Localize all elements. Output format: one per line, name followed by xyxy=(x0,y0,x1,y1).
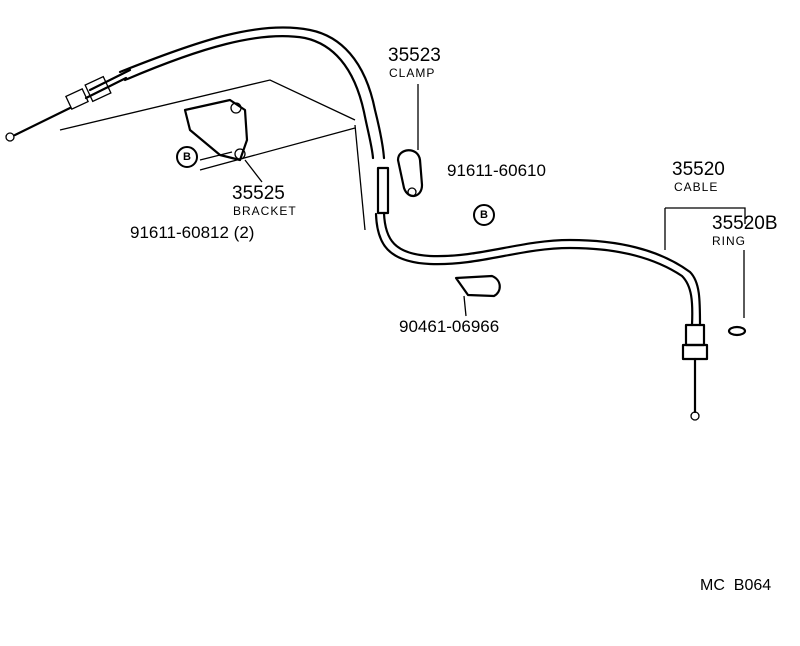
clip-leader xyxy=(463,295,467,317)
bolt-clamp-badge: B xyxy=(473,204,495,226)
bolt-clamp-code: 91611-60610 xyxy=(447,161,546,180)
ring-part-name: RING xyxy=(712,234,746,248)
bolt-bracket-code: 91611-60812 (2) xyxy=(130,223,255,242)
clamp-part-number: 35523 xyxy=(388,45,441,66)
cable-end-nut-2 xyxy=(681,343,709,361)
cable-callout-bracket xyxy=(664,207,746,250)
cable-upper-outline xyxy=(118,26,386,160)
reference-line-2 xyxy=(199,127,356,171)
cable-part-name: CABLE xyxy=(674,180,719,194)
cable-sleeve xyxy=(376,166,390,215)
cable-left-tip xyxy=(5,132,15,142)
bracket-hole-1 xyxy=(230,102,242,114)
bracket-part-name: BRACKET xyxy=(233,204,297,218)
bracket-hole-2 xyxy=(234,148,246,160)
cable-left-wire xyxy=(13,106,72,137)
ring-part-number: 35520B xyxy=(712,213,778,234)
clip-code: 90461-06966 xyxy=(399,317,500,336)
bracket-leader xyxy=(244,159,263,183)
cable-left-fitting xyxy=(84,75,112,103)
cable-upper-inner xyxy=(123,35,375,160)
cable-left-fitting-2 xyxy=(65,87,89,111)
clamp-hole xyxy=(407,187,417,197)
reference-line-1 xyxy=(59,79,356,131)
ring-shape xyxy=(727,325,747,337)
cable-lower-outline xyxy=(382,211,702,327)
reference-line-3 xyxy=(354,124,366,231)
bolt-bracket-badge: B xyxy=(176,146,198,168)
cable-part-number: 35520 xyxy=(672,159,725,180)
diagram-code: MC B064 xyxy=(700,577,772,594)
cable-end-nut xyxy=(684,323,706,347)
bolt-bracket-leader xyxy=(199,151,233,161)
clamp-part-name: CLAMP xyxy=(389,66,436,80)
cable-lower-inner xyxy=(374,212,694,327)
bracket-part-number: 35525 xyxy=(232,183,285,204)
cable-end-tip xyxy=(690,411,700,421)
clip-shape xyxy=(454,274,501,298)
cable-left-housing xyxy=(84,68,132,100)
